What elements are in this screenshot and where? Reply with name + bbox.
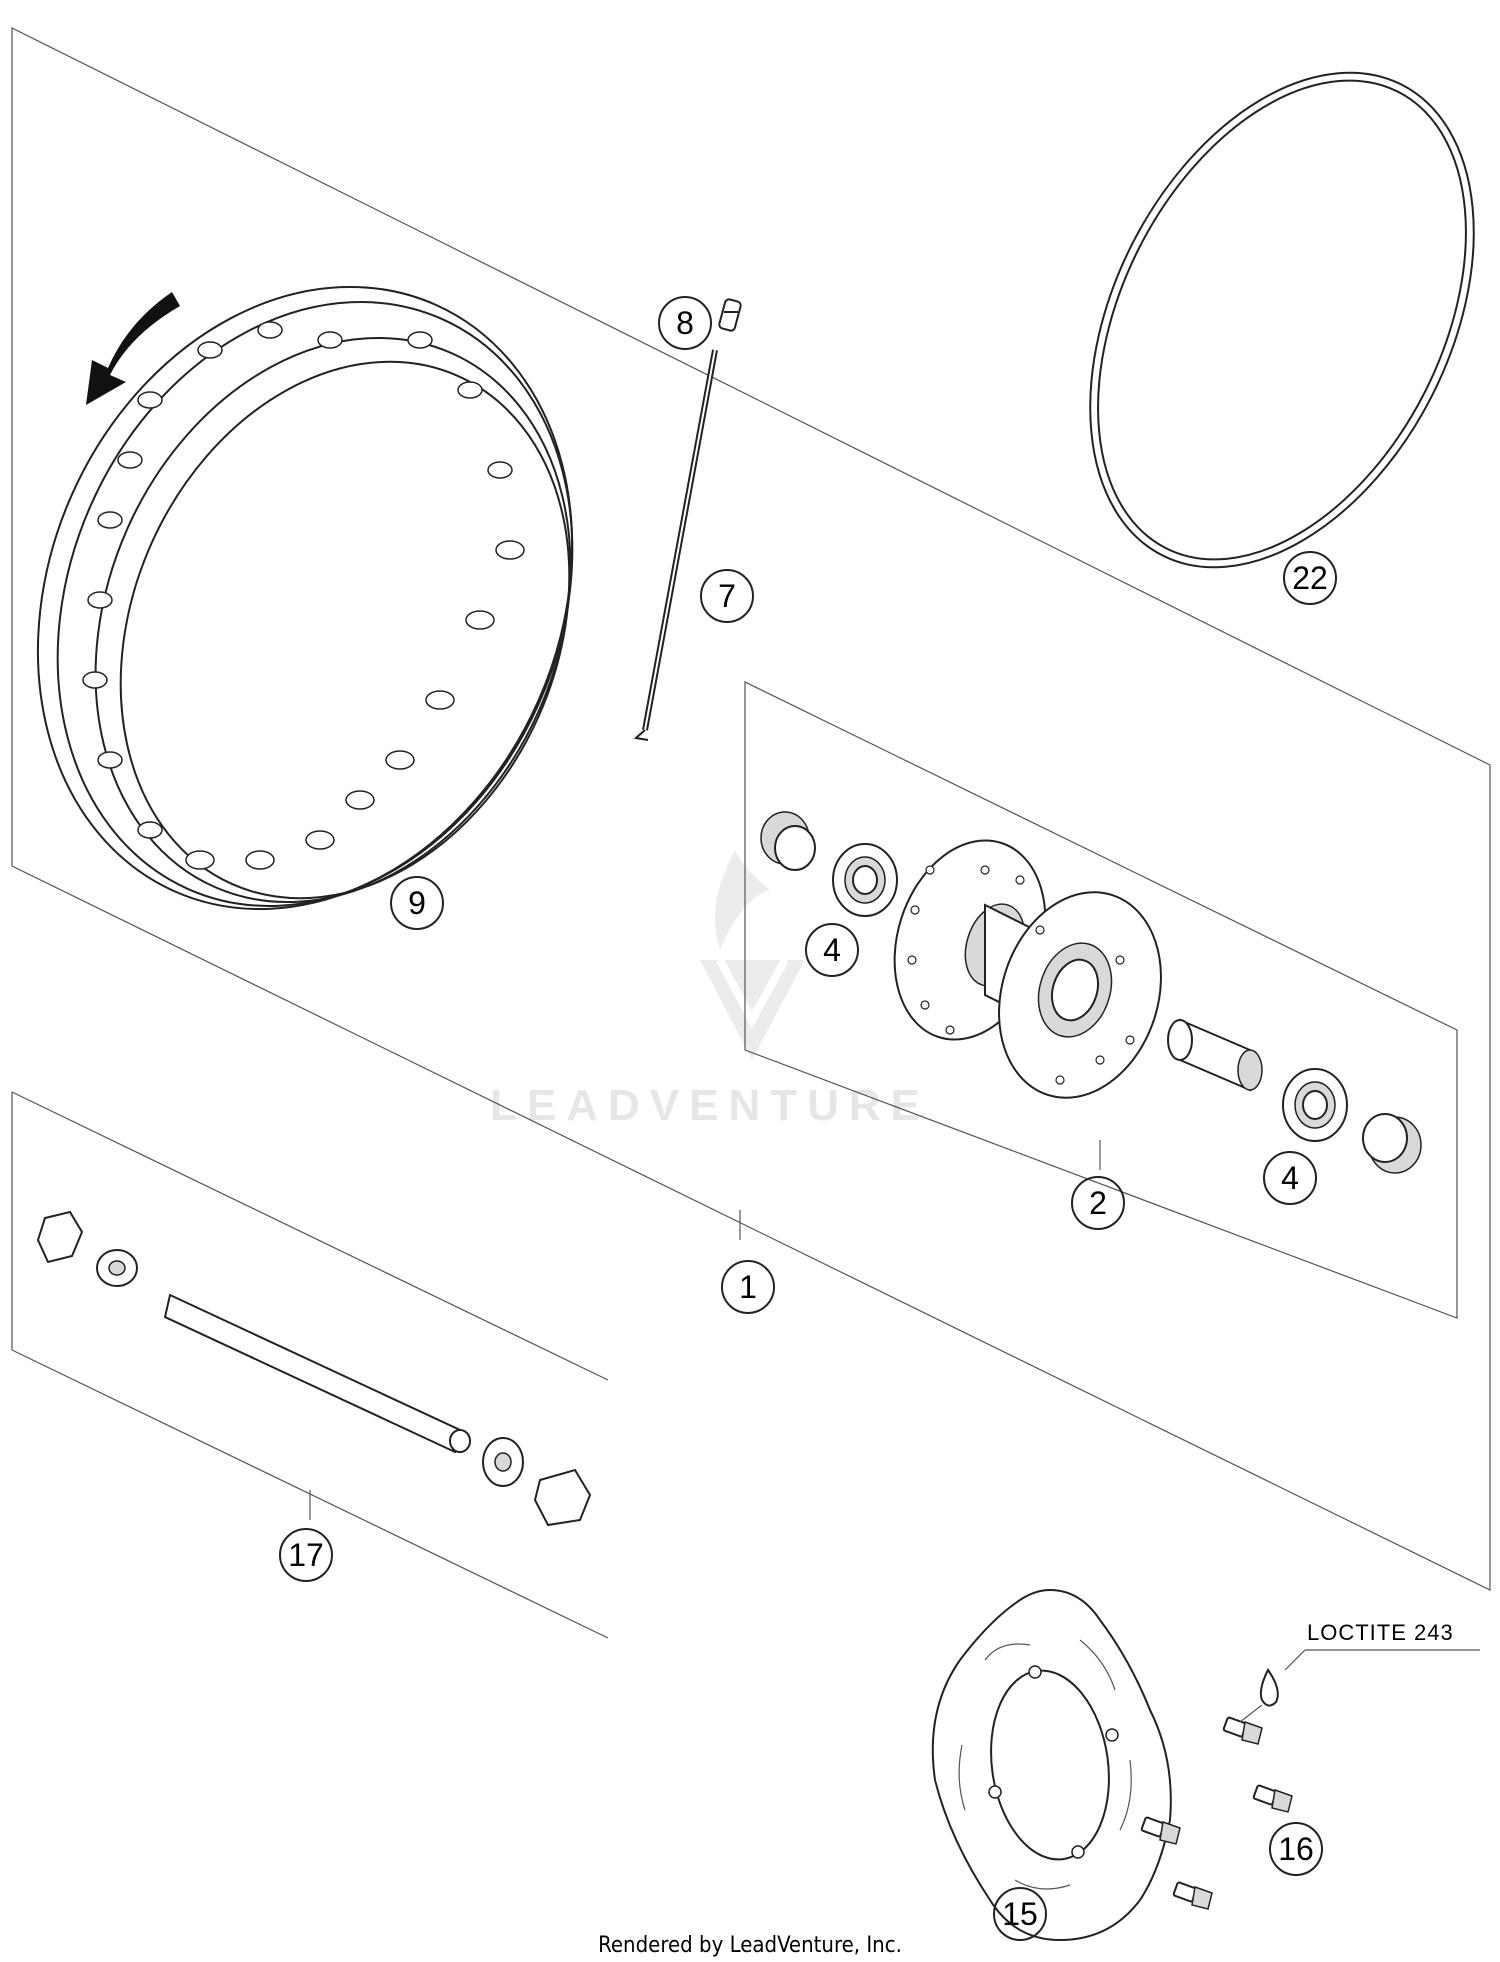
callout-rim-label: 9 bbox=[408, 885, 426, 921]
rotation-arrow-icon bbox=[86, 292, 180, 405]
spoke-nipple bbox=[718, 298, 742, 332]
loctite-drop-icon bbox=[1239, 1649, 1480, 1723]
hub-assembly bbox=[760, 811, 1422, 1174]
footer-credit: Rendered by LeadVenture, Inc. bbox=[598, 1933, 902, 1958]
callout-nipple-label: 8 bbox=[676, 305, 694, 341]
rim bbox=[36, 285, 574, 911]
callout-bearing-right-label: 4 bbox=[1281, 1160, 1299, 1196]
callout-nipple: 8 bbox=[658, 296, 712, 350]
loctite-note: LOCTITE 243 bbox=[1307, 1620, 1454, 1645]
callout-bearing-right: 4 bbox=[1263, 1151, 1317, 1205]
callout-wheel: 1 bbox=[721, 1260, 775, 1314]
spoke bbox=[633, 349, 718, 741]
callout-rim-tape: 22 bbox=[1283, 551, 1337, 605]
rim-tape bbox=[1089, 71, 1475, 569]
callout-wheel-label: 1 bbox=[739, 1269, 757, 1305]
callout-axle-label: 17 bbox=[288, 1537, 324, 1573]
callout-hub: 2 bbox=[1071, 1176, 1125, 1230]
axle-assembly bbox=[36, 1210, 592, 1527]
callout-rim: 9 bbox=[390, 876, 444, 930]
hub-assembly-plane bbox=[744, 681, 1458, 1319]
callout-spoke: 7 bbox=[700, 569, 754, 623]
leader-lines bbox=[309, 1140, 1101, 1520]
callout-spoke-label: 7 bbox=[718, 578, 736, 614]
callout-disc-screws-label: 16 bbox=[1278, 1831, 1314, 1867]
wheel-assembly-plane bbox=[11, 27, 1491, 1591]
watermark-text: LEADVENTURE bbox=[490, 1081, 930, 1130]
callout-brake-disc-label: 15 bbox=[1002, 1896, 1038, 1932]
callout-rim-tape-label: 22 bbox=[1292, 560, 1328, 596]
callout-bearing-left-label: 4 bbox=[823, 932, 841, 968]
brake-disc bbox=[931, 1588, 1172, 1942]
callout-brake-disc: 15 bbox=[993, 1887, 1047, 1941]
callout-bearing-left: 4 bbox=[805, 923, 859, 977]
callout-axle: 17 bbox=[279, 1528, 333, 1582]
callout-hub-label: 2 bbox=[1089, 1185, 1107, 1221]
callout-disc-screws: 16 bbox=[1269, 1822, 1323, 1876]
